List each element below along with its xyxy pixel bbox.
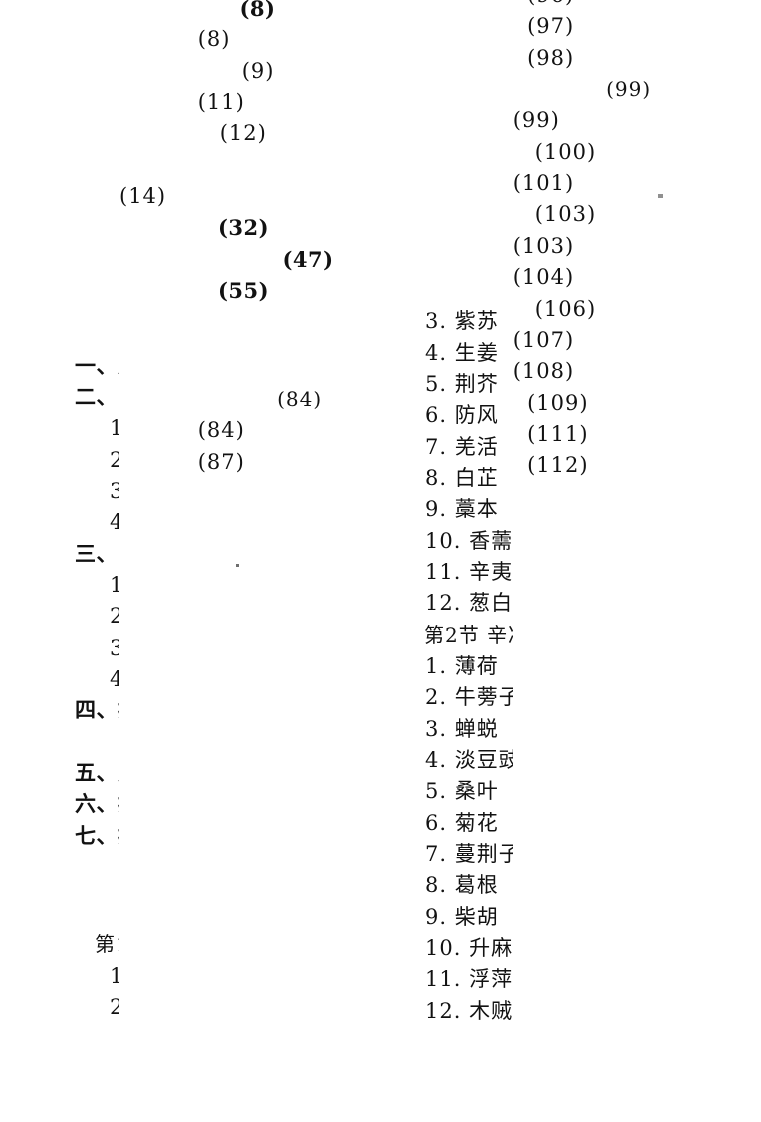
toc-entry-label: 10. 升麻 [425,936,514,961]
toc-entry-label: 12. 葱白 [425,591,514,616]
toc-entry-label: 3. 紫苏 [425,309,499,334]
toc-entry-label: 6. 菊花 [425,810,499,835]
scan-speck [236,564,239,567]
toc-entry-page: (112) [527,450,761,1122]
toc-entry-label: 3. 蝉蜕 [425,716,499,741]
toc-entry-label: 9. 柴胡 [425,904,499,929]
toc-entry-label: 10. 香薷 [425,528,514,553]
toc-entry-label: 5. 桑叶 [425,779,499,804]
toc-right-column: 3. 紫苏 (88) 4. 生姜 (89) 5. 荆芥 (91) 6. 防风 (… [404,0,761,1122]
toc-entry-label: 2. 牛蒡子 [425,685,521,710]
toc-entry-label: 8. 葛根 [425,873,499,898]
toc-left-column: 绪 论 一、从神农尝百草谈起 (1) 二、中药的性能 (4) 1. 四气五味 (… [75,0,761,1122]
toc-entry-label: 9. 藁本 [425,497,499,522]
toc-entry-label: 5. 荆芥 [425,371,499,396]
toc-entry-label: 4. 生姜 [425,340,499,365]
scan-speck [658,194,663,198]
toc-entry-label: 6. 防风 [425,403,499,428]
toc-entry-label: 1. 薄荷 [425,653,499,678]
toc-entry-label: 12. 木贼 [425,998,514,1023]
toc-entry-label: 8. 白芷 [425,465,499,490]
toc-entry-label: 11. 辛夷 [425,559,514,584]
toc-entry-label: 7. 蔓荆子 [425,842,521,867]
toc-entry-label: 7. 羌活 [425,434,499,459]
toc-entry-label: 4. 淡豆豉 [425,747,521,772]
toc-entry: 2. 桂枝 (87) [75,446,761,1122]
toc-entry: 12. 木贼 (112) [404,450,761,1122]
toc-entry-label: 11. 浮萍 [425,967,514,992]
